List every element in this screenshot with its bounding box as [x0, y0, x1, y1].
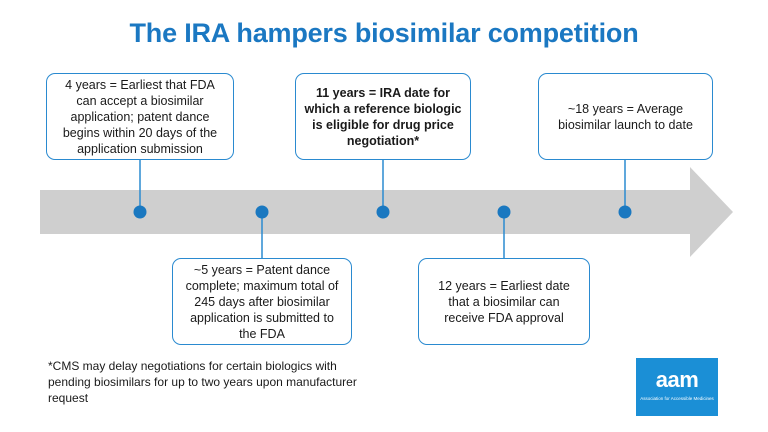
- aam-logo: aam Association for Accessible Medicines: [636, 358, 718, 416]
- milestone-label: 4 years = Earliest that FDA can accept a…: [62, 77, 218, 156]
- milestone-dot-2: [255, 205, 269, 219]
- footnote: *CMS may delay negotiations for certain …: [48, 359, 357, 405]
- milestone-label: 11 years = IRA date for which a referenc…: [304, 85, 462, 148]
- milestone-box-11-years: 11 years = IRA date for which a referenc…: [295, 73, 471, 160]
- page-title: The IRA hampers biosimilar competition: [129, 18, 639, 48]
- milestone-box-4-years: 4 years = Earliest that FDA can accept a…: [46, 73, 234, 160]
- milestone-label: ~18 years = Average biosimilar launch to…: [558, 101, 693, 132]
- milestone-box-12-years: 12 years = Earliest date that a biosimil…: [418, 258, 590, 345]
- milestone-dot-1: [133, 205, 147, 219]
- milestone-dot-4: [497, 205, 511, 219]
- milestone-label: 12 years = Earliest date that a biosimil…: [438, 278, 570, 325]
- milestone-dot-5: [618, 205, 632, 219]
- milestone-dot-3: [376, 205, 390, 219]
- logo-subtext: Association for Accessible Medicines: [640, 396, 714, 401]
- milestone-box-5-years: ~5 years = Patent dance complete; maximu…: [172, 258, 352, 345]
- logo-text: aam: [655, 367, 699, 392]
- milestone-box-18-years: ~18 years = Average biosimilar launch to…: [538, 73, 713, 160]
- milestone-label: ~5 years = Patent dance complete; maximu…: [185, 262, 339, 341]
